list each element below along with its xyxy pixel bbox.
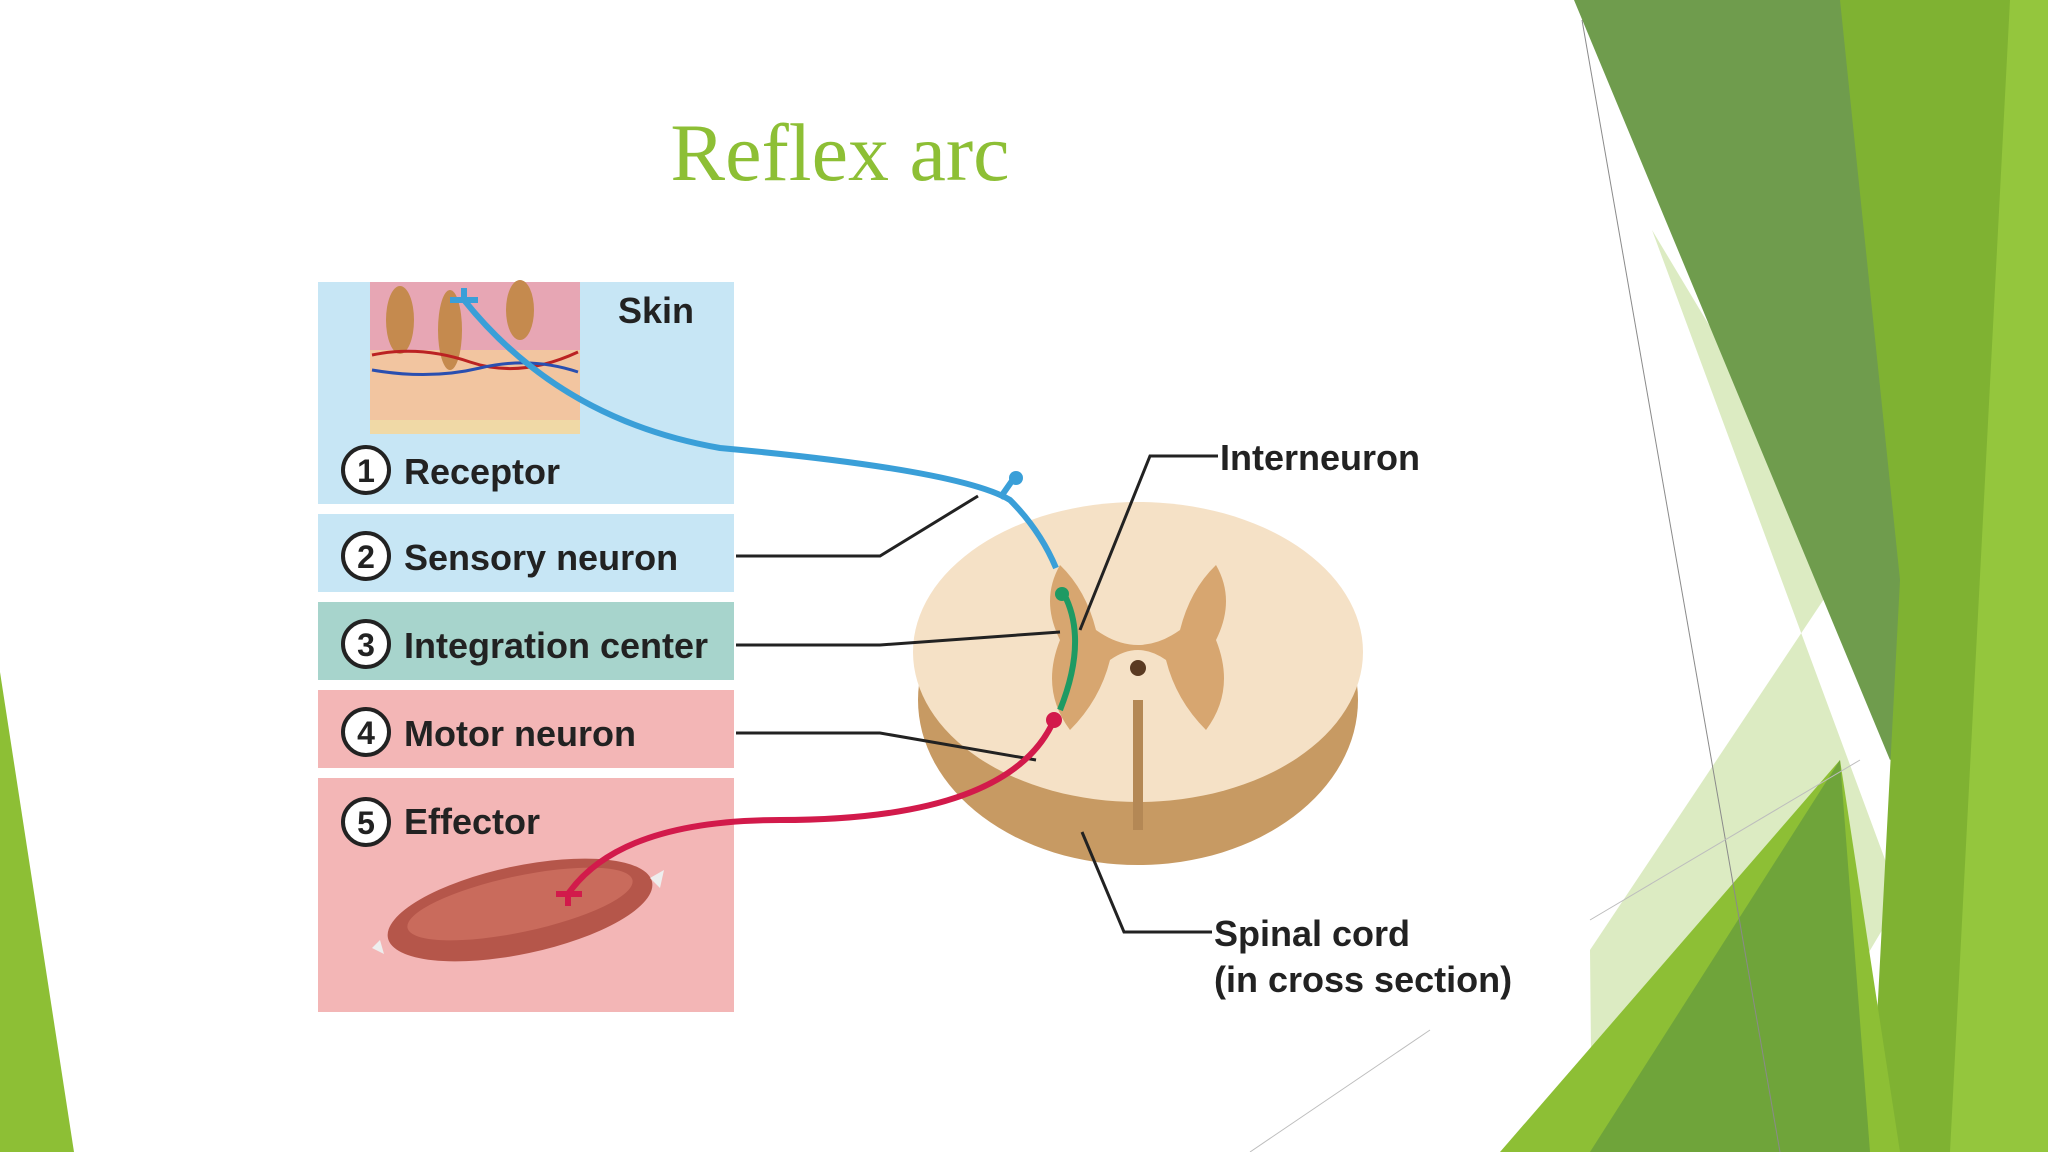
step-label: Motor neuron	[404, 713, 636, 754]
step-1: 1 Receptor	[341, 445, 560, 495]
interneuron-label: Interneuron	[1220, 437, 1420, 478]
spinal-cord-label: Spinal cord	[1214, 913, 1410, 954]
motor-end-plate	[556, 891, 582, 906]
spinal-cord-illustration	[913, 502, 1363, 865]
step-number: 5	[357, 805, 375, 841]
step-3: 3 Integration center	[341, 619, 708, 669]
step-label: Effector	[404, 801, 540, 842]
step-label: Receptor	[404, 451, 560, 492]
step-number-circle	[341, 707, 391, 757]
receptor-ending	[450, 288, 478, 303]
step-4: 4 Motor neuron	[341, 707, 636, 757]
right-bright-facet	[1950, 0, 2048, 1152]
leader-lines	[736, 454, 1218, 934]
spinal-cord-sublabel: (in cross section)	[1214, 959, 1512, 1000]
leader-integration	[736, 630, 1061, 647]
skin-label: Skin	[618, 290, 694, 331]
step-number-circle	[341, 445, 391, 495]
step-number: 4	[357, 715, 375, 751]
leader-sensory	[736, 494, 979, 558]
decor-line	[1589, 759, 1861, 921]
motor-neuron-path	[565, 718, 1057, 896]
interneuron-path	[1057, 592, 1078, 712]
step-label: Integration center	[404, 625, 708, 666]
step-number: 2	[357, 539, 375, 575]
step-label: Sensory neuron	[404, 537, 678, 578]
left-green-facet	[0, 672, 74, 1152]
sensory-terminal	[1009, 471, 1023, 485]
sensory-neuron-path	[461, 298, 1059, 570]
step-5: 5 Effector	[341, 797, 540, 847]
decor-line	[1249, 1029, 1431, 1152]
leader-motor	[736, 731, 1037, 762]
slide-title: Reflex arc	[670, 107, 1010, 198]
motor-neuron-body	[1046, 712, 1062, 728]
leader-interneuron	[1078, 454, 1218, 631]
step-number-circle	[341, 619, 391, 669]
right-lower-facet	[1590, 760, 1870, 1152]
step-number: 3	[357, 627, 375, 663]
decor-line	[1581, 19, 1781, 1152]
interneuron-terminal	[1055, 587, 1069, 601]
leader-spinal-cord	[1080, 831, 1212, 934]
step-2: 2 Sensory neuron	[341, 531, 678, 581]
step-number-circle	[341, 797, 391, 847]
step-number-circle	[341, 531, 391, 581]
step-number: 1	[357, 453, 375, 489]
skin-illustration	[370, 280, 580, 434]
